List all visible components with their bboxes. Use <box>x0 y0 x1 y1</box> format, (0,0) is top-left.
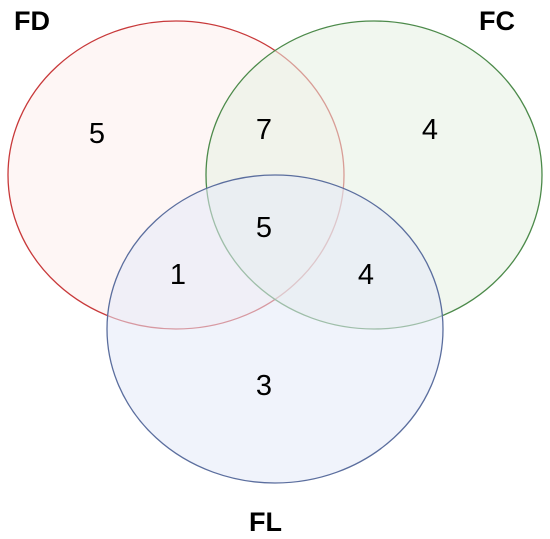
fl-circle <box>106 174 444 484</box>
fd-fc-count: 7 <box>256 114 272 146</box>
fc-label: FC <box>479 6 515 36</box>
fd-fl-count: 1 <box>170 259 186 291</box>
fl-only-count: 3 <box>256 370 272 402</box>
fl-label: FL <box>249 507 282 537</box>
fd-label: FD <box>14 6 50 36</box>
fd-fc-fl-count: 5 <box>256 212 272 244</box>
fc-fl-count: 4 <box>358 259 374 291</box>
fd-only-count: 5 <box>89 118 105 150</box>
fc-only-count: 4 <box>422 114 438 146</box>
